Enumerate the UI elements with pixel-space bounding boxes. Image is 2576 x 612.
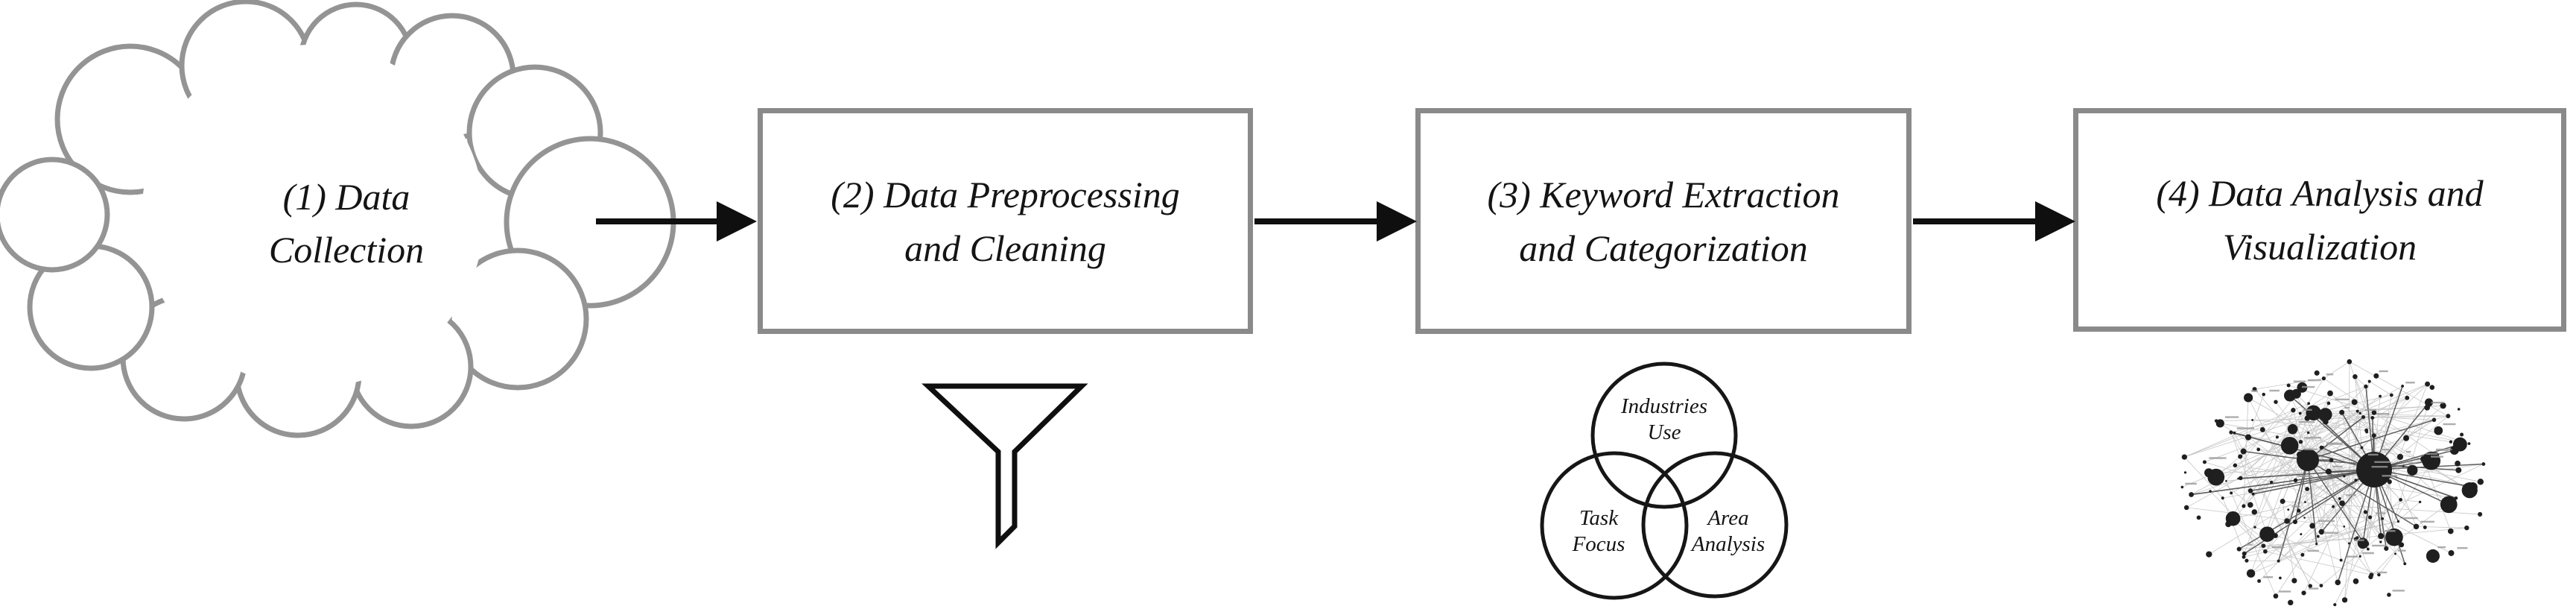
venn-circle-area xyxy=(1641,451,1789,599)
step-collection-label: (1) Data Collection xyxy=(268,175,425,271)
funnel-icon xyxy=(921,383,1088,549)
venn-area-label: Area Analysis xyxy=(1691,506,1766,556)
step-analysis-box: (4) Data Analysis and Visualization xyxy=(2073,108,2566,332)
step-preprocessing-label: (2) Data Preprocessing and Cleaning xyxy=(831,173,1180,269)
cloud-icon xyxy=(0,0,676,438)
network-graph-icon xyxy=(2180,359,2486,607)
cloud-body xyxy=(142,45,484,388)
arrow-preprocessing-to-extraction xyxy=(1254,201,1417,242)
step-extraction-box: (3) Keyword Extraction and Categorizatio… xyxy=(1415,108,1912,334)
venn-industries-label: Industries Use xyxy=(1621,394,1707,444)
arrow-extraction-to-analysis xyxy=(1913,201,2075,242)
cloud-bump xyxy=(0,157,110,273)
step-preprocessing-box: (2) Data Preprocessing and Cleaning xyxy=(758,108,1253,334)
step-analysis-label: (4) Data Analysis and Visualization xyxy=(2156,172,2484,268)
arrow-cloud-to-preprocessing xyxy=(596,201,757,242)
venn-diagram-icon xyxy=(1540,362,1789,600)
step-extraction-label: (3) Keyword Extraction and Categorizatio… xyxy=(1487,173,1840,269)
venn-circle-industries xyxy=(1590,362,1738,509)
venn-task-label: Task Focus xyxy=(1572,506,1625,556)
venn-circle-task xyxy=(1540,451,1689,600)
